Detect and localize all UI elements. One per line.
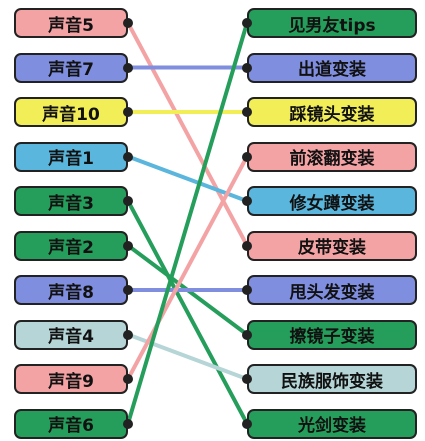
outfit-handle-6[interactable] — [242, 285, 252, 295]
outfit-item-3[interactable]: 前滚翻变装 — [247, 141, 417, 172]
connection-line-3 — [126, 154, 249, 203]
sound-item-0[interactable]: 声音5 — [14, 8, 128, 38]
outfit-item-5[interactable]: 皮带变装 — [247, 230, 417, 261]
sound-item-8[interactable]: 声音9 — [14, 364, 128, 394]
outfit-handle-9[interactable] — [242, 418, 252, 429]
sound-item-1[interactable]: 声音7 — [14, 52, 128, 83]
connection-line-5 — [126, 243, 249, 337]
sound-handle-1[interactable] — [123, 62, 133, 73]
connection-line-9 — [126, 21, 249, 426]
sound-handle-2[interactable] — [123, 107, 133, 117]
outfit-item-7[interactable]: 擦镜子变装 — [247, 319, 417, 350]
outfit-handle-3[interactable] — [242, 151, 252, 162]
outfit-item-4[interactable]: 修女蹲变装 — [247, 186, 417, 216]
sound-item-5[interactable]: 声音2 — [14, 230, 128, 261]
outfit-handle-1[interactable] — [242, 62, 252, 73]
sound-item-7[interactable]: 声音4 — [14, 319, 128, 350]
sound-handle-6[interactable] — [123, 285, 133, 295]
sound-item-4[interactable]: 声音3 — [14, 186, 128, 216]
connection-line-8 — [126, 154, 249, 381]
sound-handle-7[interactable] — [123, 329, 133, 340]
sound-item-2[interactable]: 声音10 — [14, 97, 128, 127]
outfit-handle-7[interactable] — [242, 329, 252, 340]
outfit-handle-4[interactable] — [242, 196, 252, 206]
connection-line-7 — [126, 332, 249, 381]
sound-item-6[interactable]: 声音8 — [14, 275, 128, 305]
outfit-handle-0[interactable] — [242, 18, 252, 28]
sound-handle-4[interactable] — [123, 196, 133, 206]
outfit-item-0[interactable]: 见男友tips — [247, 8, 417, 38]
connection-line-0 — [126, 21, 249, 248]
sound-handle-8[interactable] — [123, 374, 133, 384]
outfit-handle-2[interactable] — [242, 107, 252, 117]
outfit-item-2[interactable]: 踩镜头变装 — [247, 97, 417, 127]
sound-item-9[interactable]: 声音6 — [14, 408, 128, 439]
outfit-handle-8[interactable] — [242, 374, 252, 384]
outfit-item-1[interactable]: 出道变装 — [247, 52, 417, 83]
sound-handle-3[interactable] — [123, 151, 133, 162]
sound-handle-9[interactable] — [123, 418, 133, 429]
sound-handle-0[interactable] — [123, 18, 133, 28]
outfit-item-8[interactable]: 民族服饰变装 — [247, 364, 417, 394]
outfit-handle-5[interactable] — [242, 240, 252, 251]
connection-line-4 — [126, 199, 249, 426]
outfit-item-9[interactable]: 光剑变装 — [247, 408, 417, 439]
sound-handle-5[interactable] — [123, 240, 133, 251]
sound-item-3[interactable]: 声音1 — [14, 141, 128, 172]
outfit-item-6[interactable]: 甩头发变装 — [247, 275, 417, 305]
